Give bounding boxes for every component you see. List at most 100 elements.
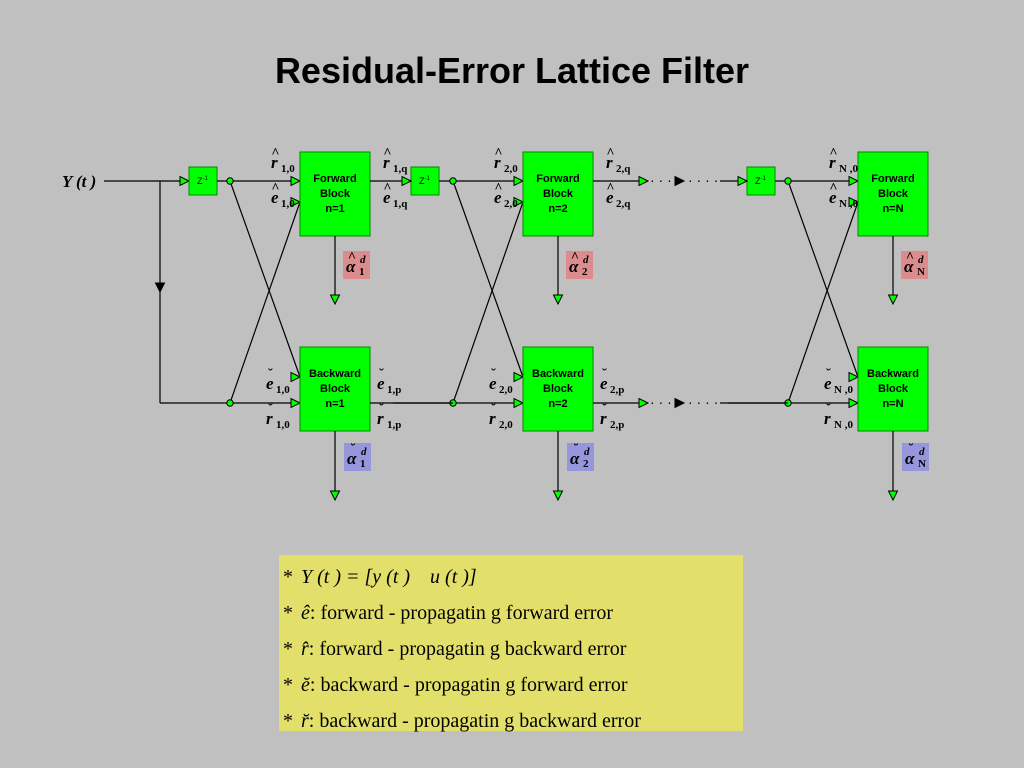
alpha-subscript: 1 (360, 458, 366, 470)
label-r-hat-out: r^1,q (383, 146, 408, 175)
cross-wire (787, 180, 859, 378)
alpha-backward-3-bg (902, 443, 929, 471)
ellipsis-top: · · · · (650, 172, 680, 188)
label-r-breve-out: r˘2,p (600, 402, 624, 431)
symbol-base: e (383, 188, 391, 207)
label-r-breve-in: r˘2,0 (489, 402, 513, 431)
forward-block-1-label: n=1 (325, 203, 344, 215)
label-e-hat-in: e^N ,0 (829, 181, 858, 210)
arrowhead (513, 196, 525, 208)
symbol-subscript: N ,0 (834, 384, 853, 396)
label-e-hat-out: e^1,q (383, 181, 408, 210)
label-r-breve-in: r˘N ,0 (824, 402, 853, 431)
arrowhead (513, 397, 525, 409)
symbol-base: e (266, 374, 274, 393)
arrowhead (290, 397, 302, 409)
alpha-symbol: α (905, 449, 915, 468)
arrowhead (638, 397, 650, 409)
label-e-breve-out: e˘1,p (377, 367, 401, 396)
symbol-mark: ˘ (268, 367, 273, 382)
arrowhead (674, 175, 686, 187)
alpha-forward-1-bg (343, 251, 370, 279)
label-r-hat-in: r^2,0 (494, 146, 518, 175)
arrowhead (290, 175, 302, 187)
alpha-mark: ˘ (909, 442, 914, 457)
label-e-hat-out: e^2,q (606, 181, 631, 210)
symbol-subscript: 2,p (610, 384, 624, 396)
arrowhead (329, 294, 341, 306)
alpha-forward-2: α^d2 (569, 250, 589, 278)
forward-block-2 (522, 151, 594, 237)
junction-dot (784, 177, 792, 185)
alpha-symbol: α (347, 449, 357, 468)
symbol-mark: ˘ (491, 402, 496, 417)
symbol-base: r (377, 409, 384, 428)
label-r-hat-out: r^2,q (606, 146, 631, 175)
backward-block-1-label: Backward (309, 368, 361, 380)
symbol-base: r (829, 153, 836, 172)
legend-star: * (283, 710, 293, 732)
alpha-mark: ˘ (351, 442, 356, 457)
arrowhead (848, 397, 860, 409)
junction-dot (226, 177, 234, 185)
alpha-backward-1: α˘d1 (347, 442, 367, 470)
label-e-breve-in: e˘N ,0 (824, 367, 853, 396)
arrowhead (290, 196, 302, 208)
legend-row: *ĕ: backward - propagatin g forward erro… (283, 667, 743, 703)
alpha-subscript: N (918, 458, 926, 470)
symbol-mark: ^ (383, 146, 391, 161)
legend-description: : forward - propagatin g backward error (308, 638, 627, 660)
arrowhead (887, 490, 899, 502)
alpha-superscript: d (584, 446, 590, 458)
alpha-superscript: d (583, 254, 589, 266)
alpha-mark: ^ (906, 250, 914, 265)
label-r-breve-out: r˘1,p (377, 402, 401, 431)
legend-symbol: ĕ (301, 674, 310, 696)
symbol-mark: ^ (494, 146, 502, 161)
symbol-subscript: 1,q (393, 163, 408, 175)
arrowhead (638, 175, 650, 187)
forward-block-3 (857, 151, 929, 237)
legend-symbol: Y (t ) = [y (t ) u (t )] (301, 566, 477, 588)
alpha-forward-1: α^d1 (346, 250, 366, 278)
symbol-subscript: N ,0 (839, 198, 858, 210)
symbol-mark: ^ (606, 181, 614, 196)
arrowhead (887, 294, 899, 306)
backward-block-2-label: Backward (532, 368, 584, 380)
symbol-mark: ^ (829, 146, 837, 161)
backward-block-1-label: n=1 (325, 398, 344, 410)
backward-block-3 (857, 346, 929, 432)
delay-block (188, 166, 218, 196)
forward-block-3-label: Block (878, 188, 909, 200)
symbol-base: r (266, 409, 273, 428)
alpha-forward-2-bg (566, 251, 593, 279)
legend-star: * (283, 602, 293, 624)
arrowhead (552, 294, 564, 306)
backward-block-2 (522, 346, 594, 432)
legend-description: : backward - propagatin g forward error (309, 674, 628, 696)
label-r-hat-in: r^N ,0 (829, 146, 858, 175)
alpha-backward-2-bg (567, 443, 594, 471)
alpha-subscript: 2 (583, 458, 589, 470)
symbol-mark: ^ (494, 181, 502, 196)
alpha-superscript: d (919, 446, 925, 458)
backward-block-3-label: Backward (867, 368, 919, 380)
legend-description: : forward - propagatin g forward error (309, 602, 614, 624)
label-e-breve-out: e˘2,p (600, 367, 624, 396)
forward-block-1-label: Block (320, 188, 351, 200)
legend-box: *Y (t ) = [y (t ) u (t )]*ê: forward - p… (279, 555, 743, 732)
cross-wire (229, 180, 301, 378)
alpha-forward-3: α^dN (904, 250, 925, 278)
symbol-base: r (383, 153, 390, 172)
alpha-subscript: 2 (582, 266, 588, 278)
backward-block-2-label: n=2 (548, 398, 567, 410)
symbol-subscript: N ,0 (834, 419, 853, 431)
forward-block-3-label: Forward (871, 173, 914, 185)
label-e-breve-in: e˘1,0 (266, 367, 290, 396)
junction-dot (226, 399, 234, 407)
cross-wire (452, 201, 524, 404)
legend-row: *r̆: backward - propagatin g backward er… (283, 703, 743, 739)
symbol-subscript: 1,p (387, 384, 401, 396)
arrowhead (737, 175, 749, 187)
symbol-subscript: 2,q (616, 163, 631, 175)
